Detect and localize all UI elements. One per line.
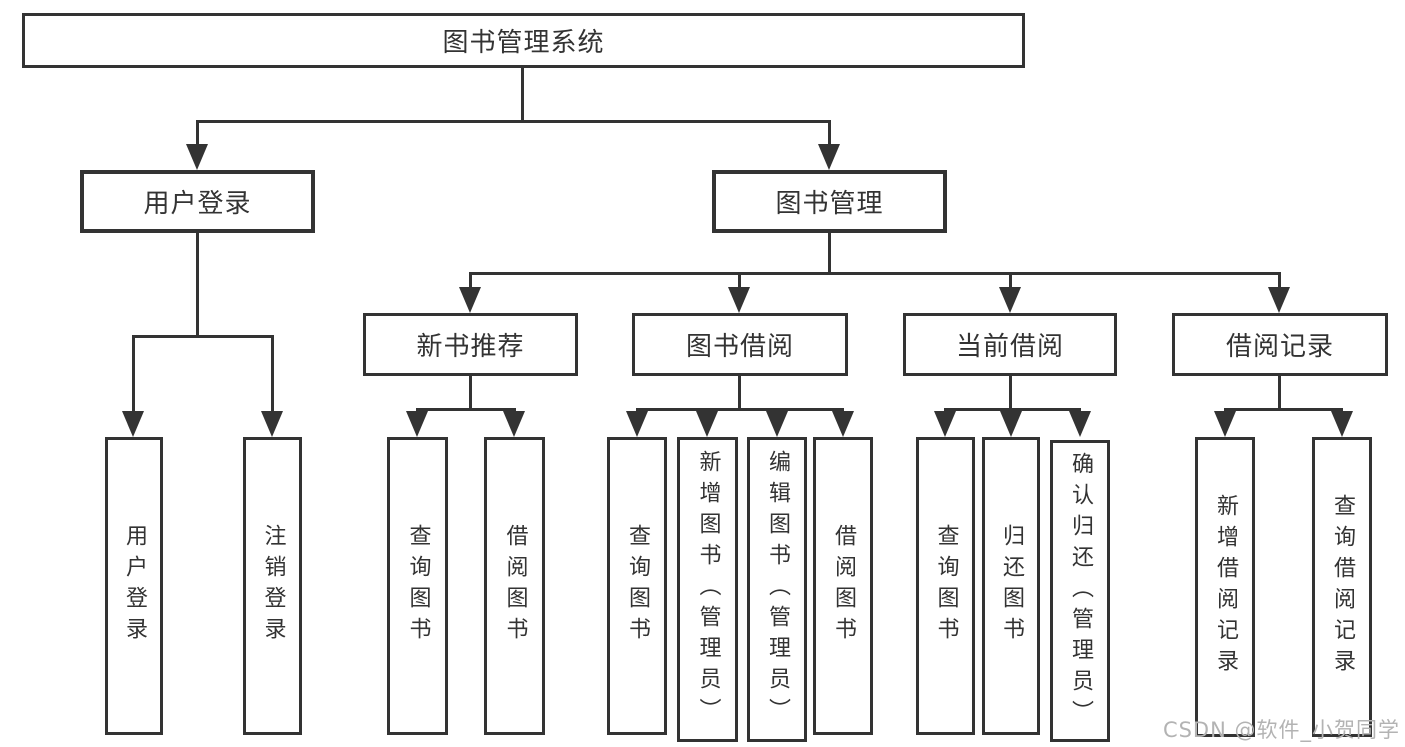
connector bbox=[196, 120, 199, 150]
leaf-return-books: 归还图书 bbox=[982, 437, 1040, 735]
leaf-confirm-return-admin: 确认归还（管理员） bbox=[1050, 440, 1110, 742]
connector bbox=[196, 233, 199, 335]
connector bbox=[132, 335, 135, 415]
node-borrow-records: 借阅记录 bbox=[1172, 313, 1388, 376]
leaf-borrow-books: 借阅图书 bbox=[813, 437, 873, 735]
csdn-watermark: CSDN @软件_小贺同学 bbox=[1162, 718, 1400, 742]
leaf-user-login: 用户登录 bbox=[105, 437, 163, 735]
connector bbox=[271, 335, 274, 415]
arrow-down-icon bbox=[406, 411, 428, 437]
connector bbox=[132, 335, 274, 338]
arrow-down-icon bbox=[818, 144, 840, 170]
node-user-login: 用户登录 bbox=[80, 170, 315, 233]
connector bbox=[944, 408, 1081, 411]
connector bbox=[416, 408, 516, 411]
arrow-down-icon bbox=[459, 287, 481, 313]
arrow-down-icon bbox=[503, 411, 525, 437]
connector bbox=[828, 233, 831, 272]
arrow-down-icon bbox=[261, 411, 283, 437]
connector bbox=[469, 376, 472, 408]
arrow-down-icon bbox=[626, 411, 648, 437]
arrow-down-icon bbox=[1268, 287, 1290, 313]
arrow-down-icon bbox=[1069, 411, 1091, 437]
arrow-down-icon bbox=[999, 287, 1021, 313]
leaf-add-books-admin: 新增图书（管理员） bbox=[677, 437, 738, 742]
arrow-down-icon bbox=[696, 411, 718, 437]
arrow-down-icon bbox=[1214, 411, 1236, 437]
connector bbox=[521, 68, 524, 122]
connector bbox=[469, 272, 1281, 275]
node-new-book-recommend: 新书推荐 bbox=[363, 313, 578, 376]
node-library-system: 图书管理系统 bbox=[22, 13, 1025, 68]
arrow-down-icon bbox=[1331, 411, 1353, 437]
connector bbox=[1278, 272, 1281, 294]
arrow-down-icon bbox=[186, 144, 208, 170]
leaf-edit-books-admin: 编辑图书（管理员） bbox=[747, 437, 807, 742]
node-current-borrow: 当前借阅 bbox=[903, 313, 1117, 376]
node-book-management: 图书管理 bbox=[712, 170, 947, 233]
leaf-query-borrow-record: 查询借阅记录 bbox=[1312, 437, 1372, 737]
leaf-add-borrow-record: 新增借阅记录 bbox=[1195, 437, 1255, 737]
arrow-down-icon bbox=[1000, 411, 1022, 437]
leaf-query-books-borrow: 查询图书 bbox=[607, 437, 667, 735]
connector bbox=[1278, 376, 1281, 408]
connector bbox=[196, 120, 831, 123]
connector bbox=[636, 408, 844, 411]
connector bbox=[828, 120, 831, 150]
connector bbox=[738, 376, 741, 408]
leaf-borrow-books-recommend: 借阅图书 bbox=[484, 437, 545, 735]
connector bbox=[738, 272, 741, 294]
connector bbox=[1224, 408, 1343, 411]
leaf-query-books-current: 查询图书 bbox=[916, 437, 975, 735]
arrow-down-icon bbox=[122, 411, 144, 437]
arrow-down-icon bbox=[766, 411, 788, 437]
node-book-borrow: 图书借阅 bbox=[632, 313, 848, 376]
leaf-query-books-recommend: 查询图书 bbox=[387, 437, 448, 735]
connector bbox=[469, 272, 472, 294]
connector bbox=[1009, 376, 1012, 408]
arrow-down-icon bbox=[832, 411, 854, 437]
leaf-logout: 注销登录 bbox=[243, 437, 302, 735]
connector bbox=[1009, 272, 1012, 294]
arrow-down-icon bbox=[728, 287, 750, 313]
arrow-down-icon bbox=[934, 411, 956, 437]
